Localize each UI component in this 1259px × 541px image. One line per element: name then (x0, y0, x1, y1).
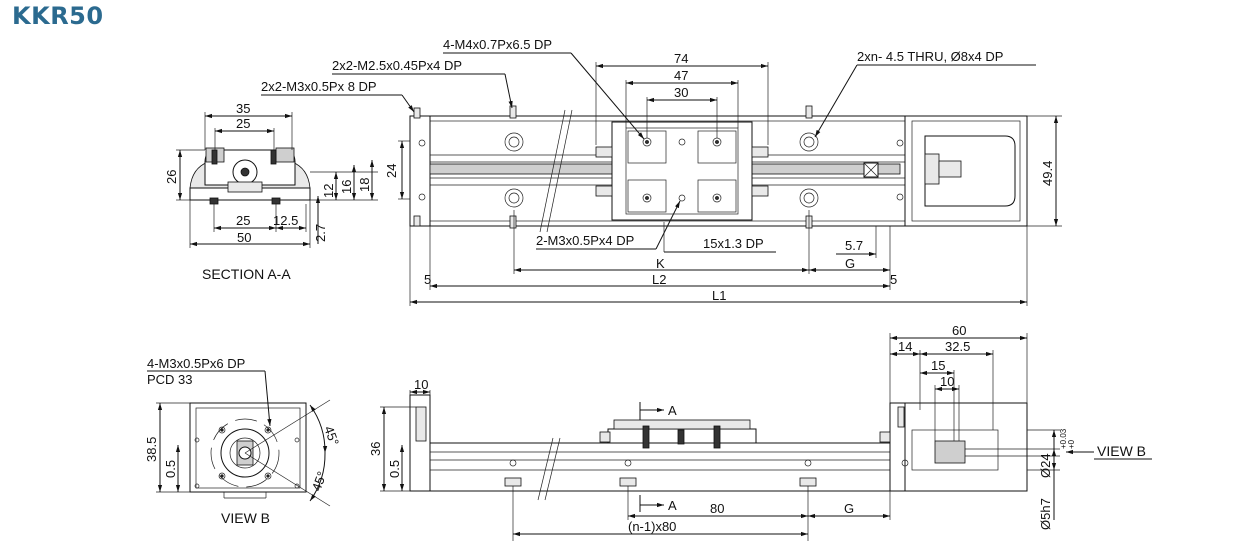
viewb-dim-0-5: 0.5 (163, 460, 178, 478)
side-dim-14: 14 (898, 339, 912, 354)
side-dim-15: 15 (931, 358, 945, 373)
side-view-b-arrow-label: VIEW B (1097, 443, 1146, 459)
section-dim-12: 12 (321, 184, 336, 198)
viewb-angle-45-upper: 45° (321, 424, 342, 448)
viewb-angle-45-lower: 45° (309, 469, 330, 493)
side-view: A A 10 36 0.5 80 G (n-1)x80 60 14 (368, 323, 1152, 541)
viewb-caption: VIEW B (221, 510, 270, 526)
dim-5-right: 5 (890, 272, 897, 287)
drawing-title: KKR50 (12, 2, 104, 30)
dim-24: 24 (384, 164, 399, 178)
side-section-a-bottom: A (668, 498, 677, 513)
section-dim-18: 18 (357, 178, 372, 192)
section-dim-25-bottom: 25 (236, 213, 250, 228)
dim-L1: L1 (712, 288, 726, 303)
viewb-callout-m3: 4-M3x0.5Px6 DP (147, 356, 245, 371)
dim-47: 47 (674, 68, 688, 83)
dim-5-7: 5.7 (845, 238, 863, 253)
side-dim-dia-5h7: Ø5h7 (1038, 498, 1053, 530)
callout-m2-5: 2x2-M2.5x0.45Px4 DP (332, 58, 462, 73)
dim-K: K (656, 256, 665, 271)
side-dim-32-5: 32.5 (945, 339, 970, 354)
top-view: 74 47 30 4-M4x0.7Px6.5 DP 2x2-M2.5x0.45P… (261, 37, 1062, 306)
dim-74: 74 (674, 51, 688, 66)
section-dim-12-5: 12.5 (273, 213, 298, 228)
callout-m3-8dp: 2x2-M3x0.5Px 8 DP (261, 79, 377, 94)
callout-thru: 2xn- 4.5 THRU, Ø8x4 DP (857, 49, 1003, 64)
section-dim-50: 50 (237, 230, 251, 245)
callout-m4: 4-M4x0.7Px6.5 DP (443, 37, 552, 52)
dim-5-left: 5 (424, 272, 431, 287)
callout-m3-4dp: 2-M3x0.5Px4 DP (536, 233, 634, 248)
callout-slot: 15x1.3 DP (703, 236, 764, 251)
side-section-a-top: A (668, 403, 677, 418)
side-dim-36: 36 (368, 442, 383, 456)
section-dim-2-7: 2.7 (313, 224, 328, 242)
side-dim-dia-24: Ø24 (1038, 453, 1053, 478)
section-caption: SECTION A-A (202, 266, 291, 282)
side-dim-tol-upper: +0.03 (1059, 428, 1068, 449)
side-dim-tol-lower: +0 (1067, 439, 1076, 449)
section-dim-25-top: 25 (236, 116, 250, 131)
section-a-a: 35 25 26 12 16 18 25 12.5 50 2.7 SECTION… (164, 101, 378, 282)
side-dim-n-1-x80: (n-1)x80 (628, 519, 676, 534)
side-dim-60: 60 (952, 323, 966, 338)
side-dim-0-5: 0.5 (387, 460, 402, 478)
section-dim-26: 26 (164, 170, 179, 184)
side-dim-10-motor: 10 (940, 374, 954, 389)
view-b: 38.5 0.5 45° 45° 4-M3x0.5Px6 DP PCD 33 V… (144, 356, 342, 526)
side-dim-80: 80 (710, 501, 724, 516)
dim-G: G (845, 256, 855, 271)
side-dim-10: 10 (414, 377, 428, 392)
viewb-dim-38-5: 38.5 (144, 437, 159, 462)
dim-30: 30 (674, 85, 688, 100)
section-dim-16: 16 (339, 180, 354, 194)
dim-L2: L2 (652, 272, 666, 287)
section-dim-35: 35 (236, 101, 250, 116)
dim-49-4: 49.4 (1040, 161, 1055, 186)
viewb-callout-pcd: PCD 33 (147, 372, 193, 387)
side-dim-G: G (844, 501, 854, 516)
